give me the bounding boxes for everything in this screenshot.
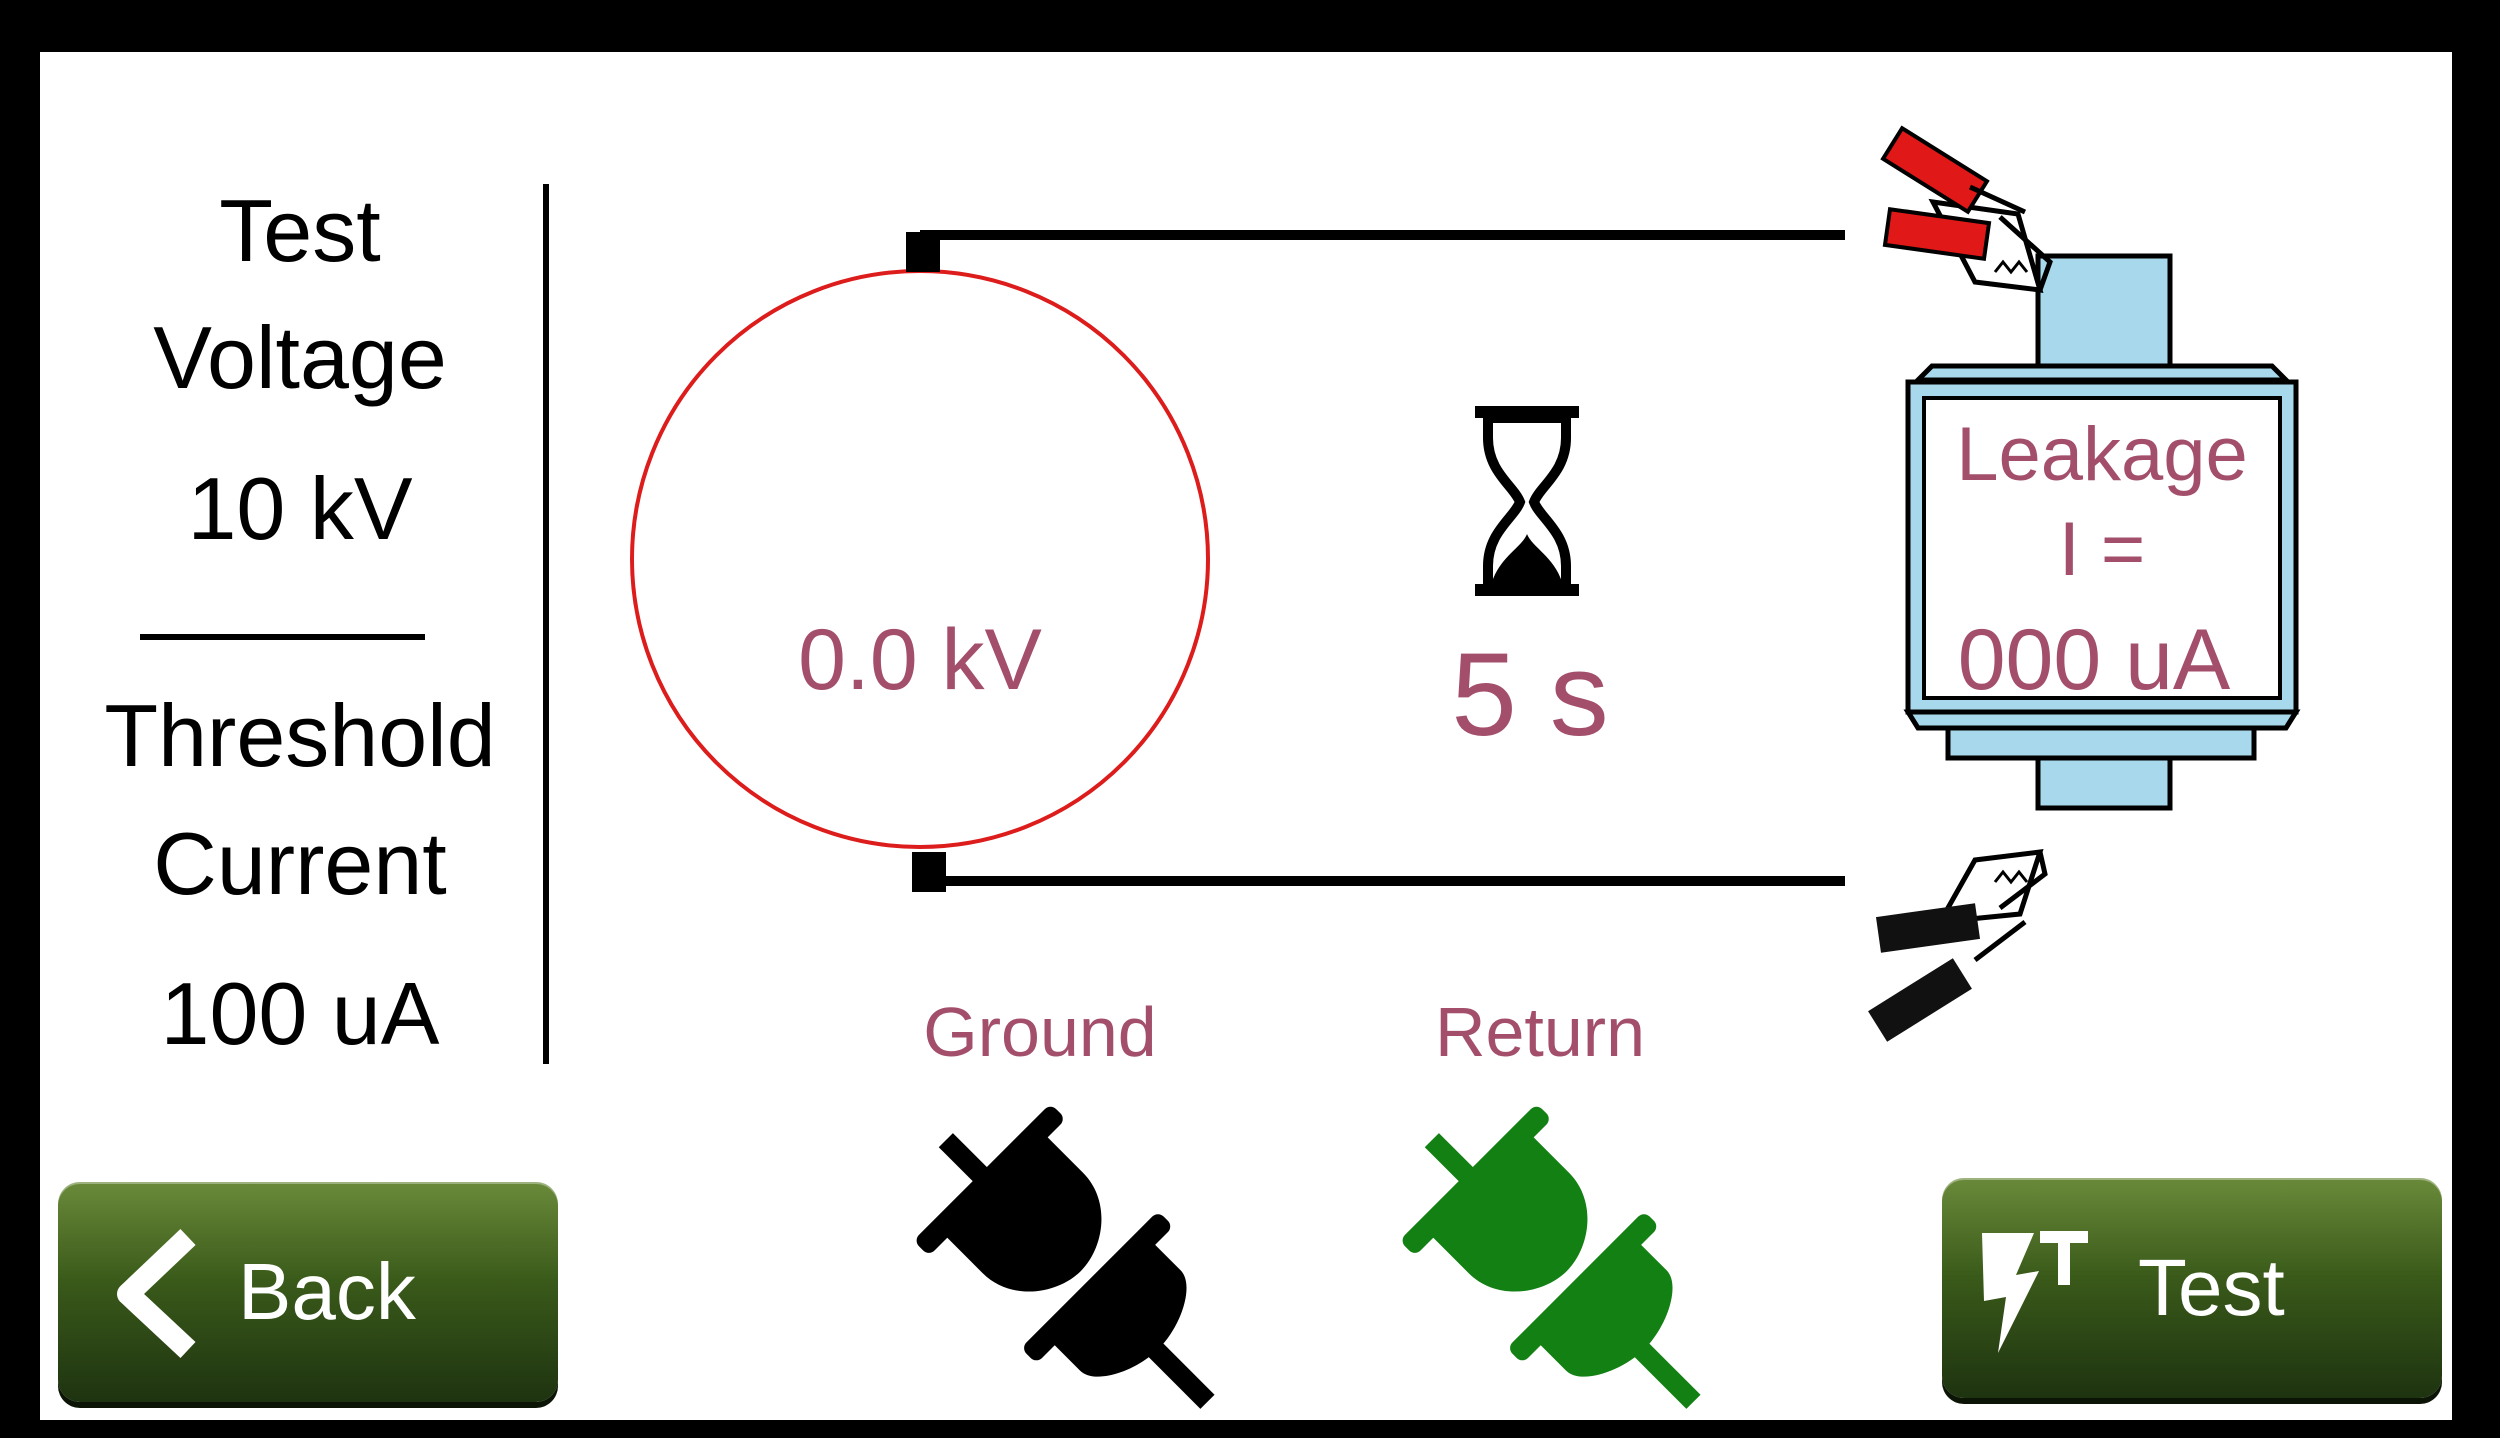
device-label-line1: Leakage — [1956, 412, 2248, 497]
test-voltage-label-line1: Test — [219, 181, 381, 280]
red-clip — [1880, 125, 2053, 293]
threshold-label-line2: Current — [153, 814, 447, 913]
return-label: Return — [1434, 993, 1646, 1071]
plug-icon — [1402, 1106, 1701, 1409]
bottom-terminal — [912, 852, 946, 892]
leakage-current-value: 000 uA — [1957, 612, 2231, 708]
test-button[interactable]: Test — [1942, 1178, 2442, 1398]
circuit-diagram — [630, 125, 2301, 1409]
timer-value: 5 s — [1451, 629, 1609, 761]
top-terminal — [906, 232, 940, 272]
black-clip — [1868, 849, 2048, 1042]
screen: Test Voltage 10 kV Threshold Current 100… — [40, 52, 2452, 1420]
device-label-line2: I = — [2058, 507, 2146, 592]
hourglass-icon — [1475, 406, 1579, 596]
meter-circle — [630, 269, 1210, 849]
test-button-label: Test — [2138, 1243, 2285, 1332]
high-voltage-icon — [1982, 1231, 2088, 1353]
back-button[interactable]: Back — [58, 1182, 558, 1402]
device-under-test — [1903, 253, 2301, 811]
threshold-current-value: 100 uA — [160, 964, 440, 1063]
threshold-label-line1: Threshold — [104, 686, 496, 785]
meter-reading: 0.0 kV — [798, 612, 1042, 708]
test-voltage-value: 10 kV — [187, 459, 413, 558]
ground-label: Ground — [923, 993, 1157, 1071]
test-voltage-label-line2: Voltage — [153, 308, 447, 407]
left-panel-divider — [140, 634, 425, 640]
plug-icon — [916, 1106, 1215, 1409]
vertical-divider — [543, 184, 549, 1064]
chevron-left-icon — [117, 1229, 196, 1359]
back-button-label: Back — [238, 1247, 416, 1336]
